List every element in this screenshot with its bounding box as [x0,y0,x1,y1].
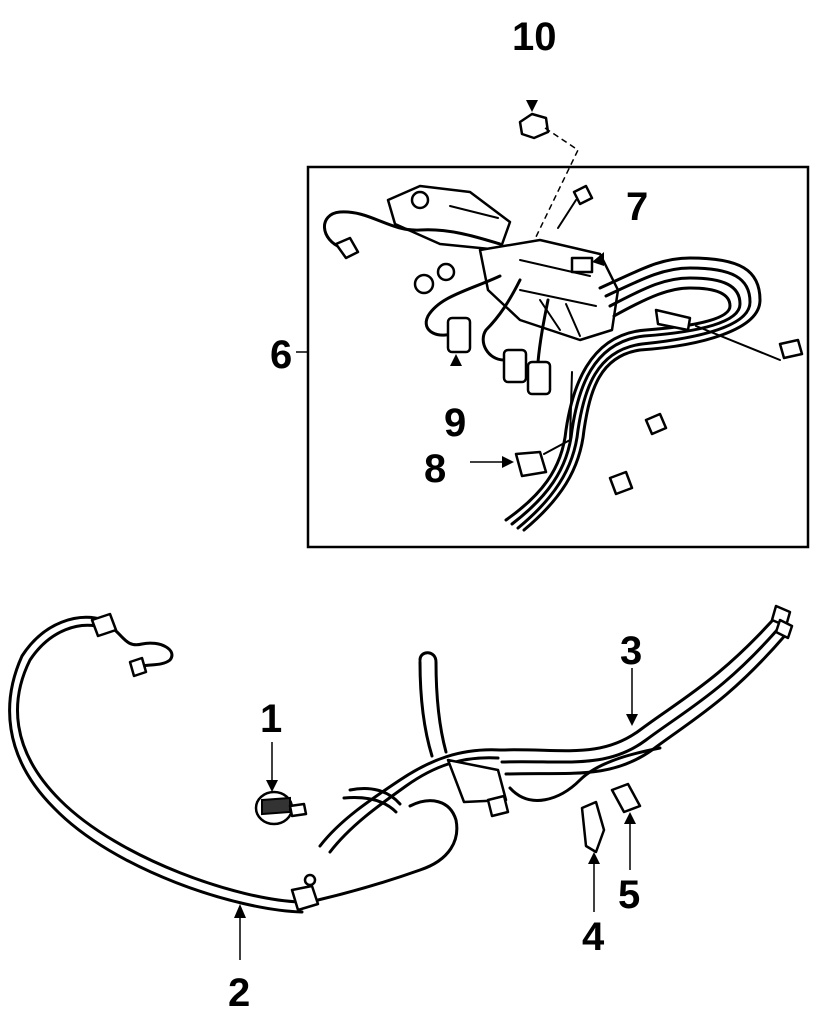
inset-washer-1 [436,262,456,282]
inset-hose-right-valve [536,298,550,364]
callout-8: 8 [424,447,446,491]
central-hose-group [318,651,510,854]
inset-bracket [386,184,512,252]
arrowhead-icon [526,100,538,112]
callout-3: 3 [620,629,642,673]
inset-tube-bundle [504,256,781,532]
arrowhead-icon [450,354,462,366]
part-9-check-valves [446,316,552,396]
inset-hose-left-valve [424,274,502,337]
callout-4: 4 [582,915,605,959]
callout-5: 5 [618,873,640,917]
callout-2: 2 [228,971,250,1015]
arrowhead-icon [626,714,638,726]
part-2-hose-assembly [8,612,459,960]
arrowhead-icon [592,252,604,266]
arrowhead-icon [266,780,278,792]
inset-box-outline [306,165,810,549]
callout-9: 9 [444,401,466,445]
inset-washer-2 [413,273,435,295]
part-5-connector [610,782,642,870]
arrowhead-icon [588,852,600,864]
arrowhead-icon [502,456,514,468]
callout-7: 7 [626,185,648,229]
part-3-line-bundle [498,604,794,802]
inset-bolt [557,184,594,229]
part-1-reservoir [254,742,308,826]
inset-clip-right [778,338,804,360]
part-10-bolt [518,100,579,271]
callout-1: 1 [260,697,282,741]
inset-clip-mid [644,412,668,436]
callout-10: 10 [512,15,557,59]
callout-6: 6 [270,333,292,377]
arrowhead-icon [624,812,636,824]
inset-clip-lower [608,470,634,496]
part-4-hose-clip [580,800,606,912]
inset-left-fitting [334,236,360,260]
part-7-vsv-block [478,238,620,342]
arrowhead-icon [234,904,246,918]
inset-left-hose [323,210,502,250]
part-8-connector [470,371,573,478]
inset-hose-mid-valves [481,278,522,362]
